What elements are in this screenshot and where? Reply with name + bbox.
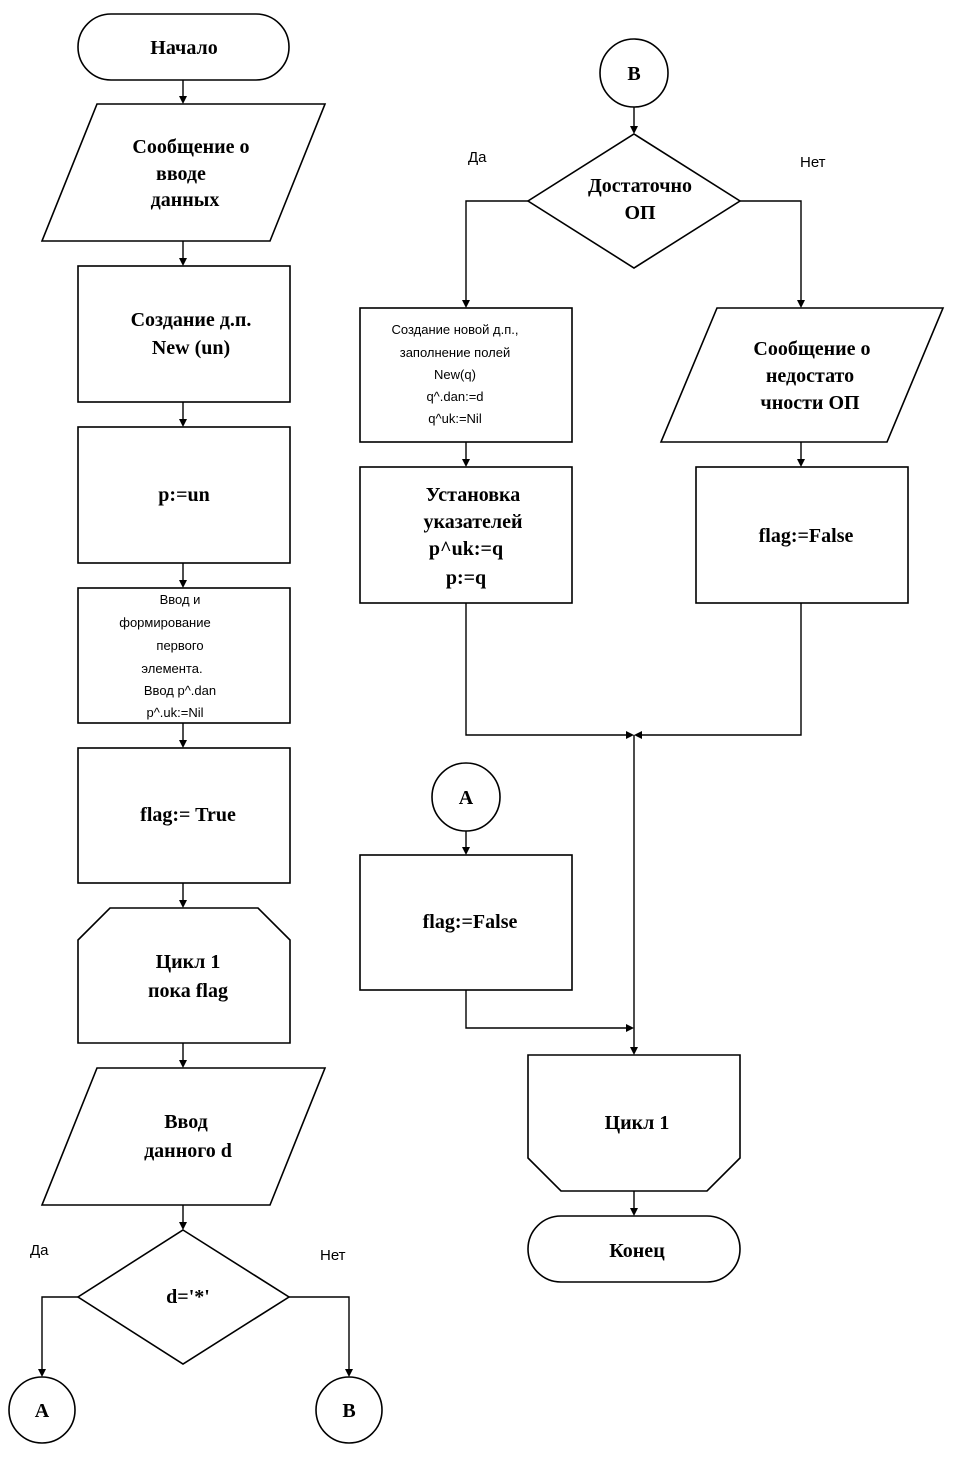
input-message-line-1: Сообщение о: [132, 136, 249, 158]
connector-a-out: A: [8, 1376, 76, 1444]
input-first-element-process: Ввод и формирование первого элемента. Вв…: [77, 587, 291, 724]
input-first-line-6: p^.uk:=Nil: [146, 705, 203, 720]
decision-memory-no-label: Нет: [800, 154, 826, 171]
memory-message-line-1: Сообщение о: [753, 338, 870, 360]
decision-memory-yes-label: Да: [468, 149, 487, 166]
set-pointers-line-2: указателей: [423, 511, 522, 533]
connector-b-out-label: B: [342, 1400, 355, 1422]
start-label: Начало: [150, 37, 217, 59]
input-first-line-1: Ввод и: [160, 592, 201, 607]
input-first-line-5: Ввод p^.dan: [144, 683, 216, 698]
loop-end-shape: Цикл 1: [527, 1054, 741, 1192]
connector-b-in-label: B: [627, 63, 640, 85]
set-pointers-line-4: p:=q: [446, 567, 486, 589]
decision-d-label: d='*': [166, 1286, 210, 1308]
input-first-line-2: формирование: [119, 615, 210, 630]
assign-p-label: p:=un: [158, 484, 209, 506]
flag-false-right-label: flag:=False: [759, 525, 854, 547]
decision-d-no-label: Нет: [320, 1247, 346, 1264]
set-pointers-line-1: Установка: [426, 484, 521, 506]
input-message-line-3: данных: [151, 189, 220, 211]
end-terminator: Конец: [527, 1215, 741, 1283]
decision-d-star: d='*': [76, 1229, 291, 1365]
connector-b-out: B: [315, 1376, 383, 1444]
input-d-parallelogram: Ввод данного d: [40, 1067, 327, 1206]
start-terminator: Начало: [77, 13, 290, 81]
loop-start-line-2: пока flag: [148, 980, 228, 1002]
set-pointers-process: Установка указателей p^uk:=q p:=q: [359, 466, 573, 604]
decision-memory-line-1: Достаточно: [588, 175, 692, 197]
input-first-line-4: элемента.: [141, 661, 202, 676]
create-list-process: Создание д.п. New (un): [77, 265, 291, 403]
connector-b-in: B: [599, 38, 669, 108]
flag-true-label: flag:= True: [140, 804, 236, 826]
input-message-parallelogram: Сообщение о вводе данных: [40, 103, 327, 242]
input-d-line-1: Ввод: [164, 1111, 208, 1133]
create-new-line-3: New(q): [434, 367, 476, 382]
connector-a-out-label: A: [35, 1400, 50, 1422]
flag-true-process: flag:= True: [77, 747, 291, 884]
create-new-line-1: Создание новой д.п.,: [392, 322, 519, 337]
input-d-line-2: данного d: [144, 1140, 232, 1162]
create-list-line-2: New (un): [152, 337, 230, 359]
end-label: Конец: [609, 1240, 665, 1262]
loop-start-line-1: Цикл 1: [156, 951, 221, 973]
decision-d-yes-label: Да: [30, 1242, 49, 1259]
set-pointers-line-3: p^uk:=q: [429, 538, 503, 560]
decision-enough-memory: Достаточно ОП: [526, 133, 742, 269]
create-new-line-5: q^uk:=Nil: [428, 411, 482, 426]
memory-message-line-2: недостато: [766, 365, 854, 387]
input-first-line-3: первого: [156, 638, 203, 653]
loop-end-label: Цикл 1: [605, 1112, 670, 1134]
create-new-element-process: Создание новой д.п., заполнение полей Ne…: [359, 307, 573, 443]
decision-memory-line-2: ОП: [624, 202, 656, 224]
connector-a-in: A: [431, 762, 501, 832]
assign-p-process: p:=un: [77, 426, 291, 564]
input-message-line-2: вводе: [156, 163, 206, 185]
memory-message-line-3: чности ОП: [760, 392, 860, 414]
connector-a-in-label: A: [459, 787, 474, 809]
memory-message-parallelogram: Сообщение о недостато чности ОП: [659, 307, 945, 443]
loop-start-shape: Цикл 1 пока flag: [77, 907, 291, 1044]
create-new-line-4: q^.dan:=d: [426, 389, 483, 404]
create-list-line-1: Создание д.п.: [131, 309, 252, 331]
flag-false-process-middle: flag:=False: [359, 854, 573, 991]
flag-false-process-right: flag:=False: [695, 466, 909, 604]
flag-false-middle-label: flag:=False: [423, 911, 518, 933]
create-new-line-2: заполнение полей: [400, 345, 511, 360]
